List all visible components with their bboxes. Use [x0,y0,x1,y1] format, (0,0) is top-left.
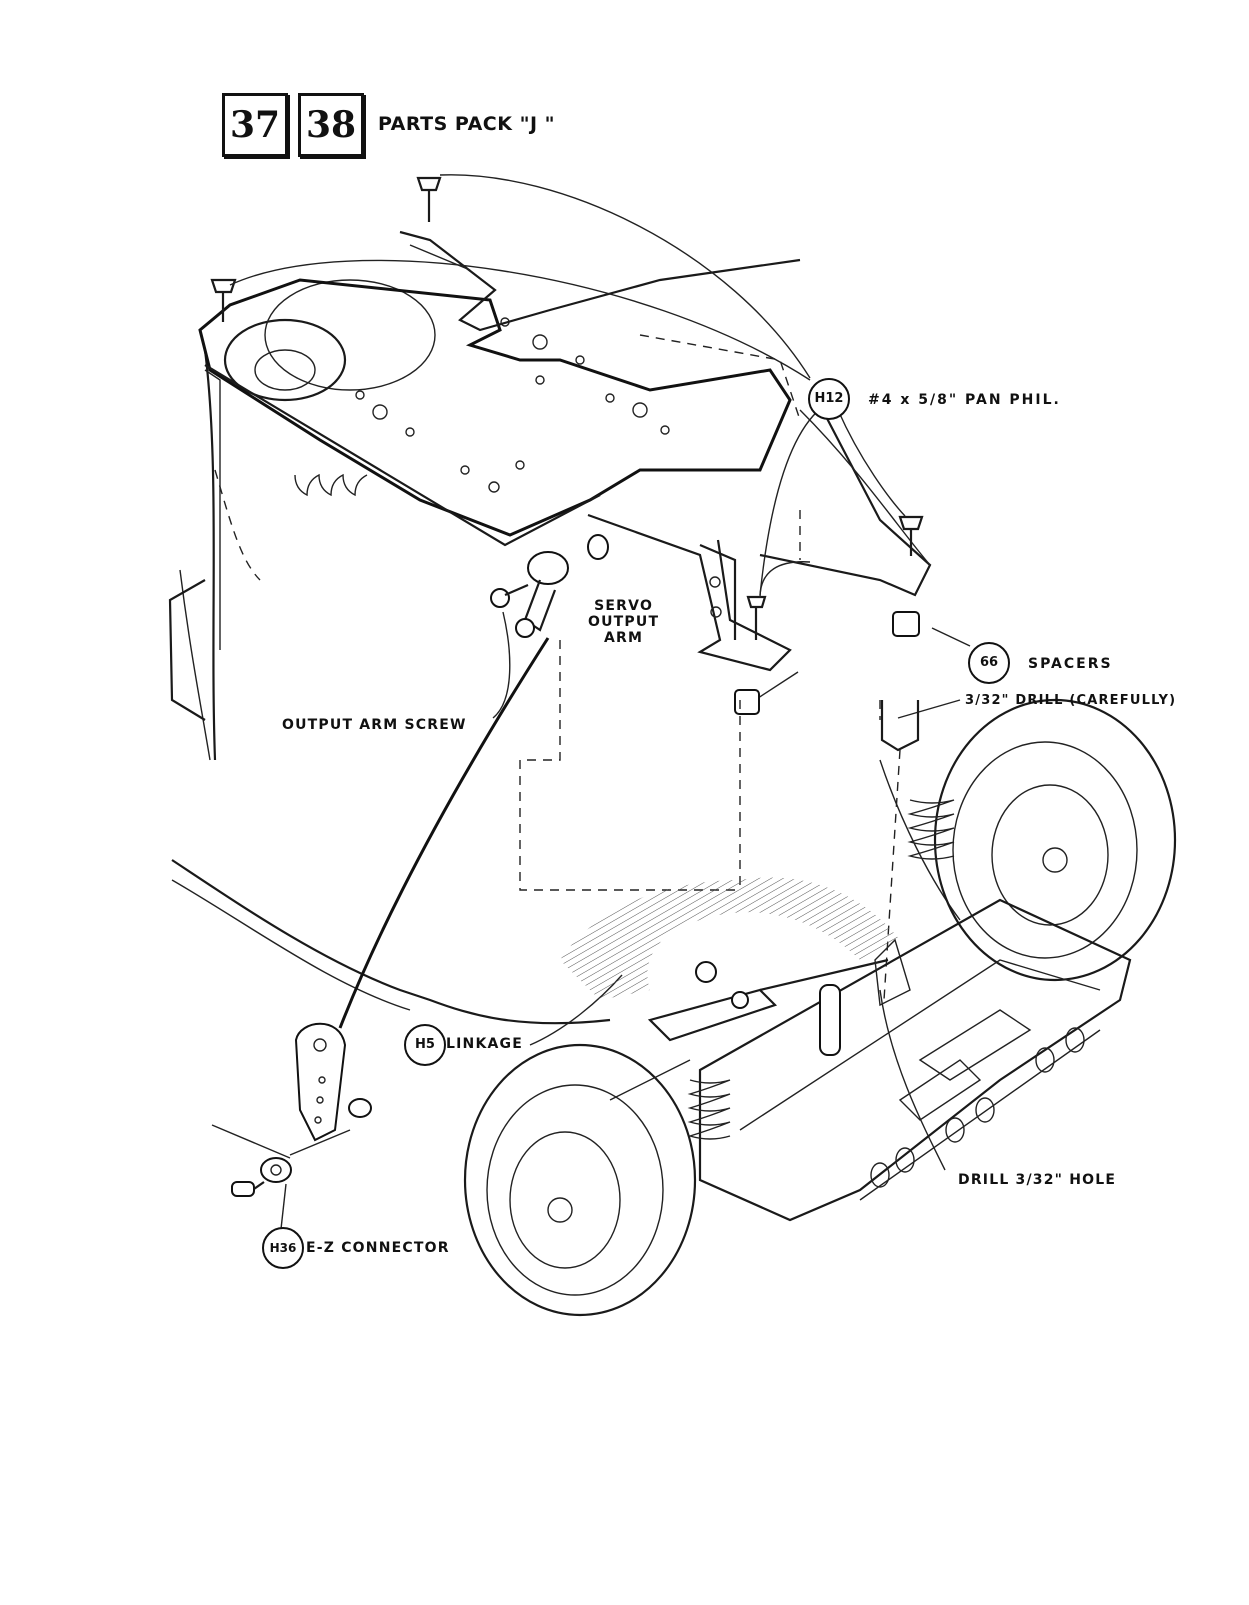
step-number-38: 38 [298,93,364,157]
label-ez-connector: E-Z CONNECTOR [306,1240,450,1256]
label-linkage: LINKAGE [446,1036,523,1052]
screws [210,176,924,640]
front-left-wheel [463,1043,697,1317]
label-output-arm-screw: OUTPUT ARM SCREW [282,717,467,733]
mount-bracket [587,513,792,672]
rear-wheel-upper [223,279,436,402]
label-drill-hole: DRILL 3/32" HOLE [958,1172,1117,1188]
callout-h5: H5 [404,1024,446,1066]
label-pan-phil-screw: #4 x 5/8" PAN PHIL. [868,392,1061,408]
car-body [168,349,611,1025]
servo-tray-plate [198,278,792,650]
chassis-frame [698,898,1132,1222]
ez-connector-part [231,1157,292,1197]
parts-pack-title: PARTS PACK "J " [378,113,556,135]
shadow-hatching [560,877,900,1000]
servo-label-line1: SERVO [594,598,654,614]
shock-tower [879,700,961,1001]
step-number-37: 37 [222,93,288,157]
servo-label-line2: OUTPUT [588,614,660,630]
dashed-outline [519,334,881,891]
steering-linkage-assembly [609,938,911,1101]
servo-label-line3: ARM [604,630,644,646]
top-bracket-plate [399,230,932,597]
coil-springs [294,473,955,1140]
spacers [734,611,920,715]
callout-66: 66 [968,642,1010,684]
label-drill-carefully: 3/32" DRILL (CAREFULLY) [965,693,1177,708]
leader-lines [229,174,971,1239]
front-right-wheel [933,698,1177,982]
servo-arm-exploded [211,1022,372,1159]
callout-h12: H12 [808,378,850,420]
callout-h36: H36 [262,1227,304,1269]
servo-output-arm-part [515,534,609,638]
label-spacers: SPACERS [1028,656,1113,672]
label-servo-output-arm: SERVO OUTPUT ARM [588,598,659,646]
